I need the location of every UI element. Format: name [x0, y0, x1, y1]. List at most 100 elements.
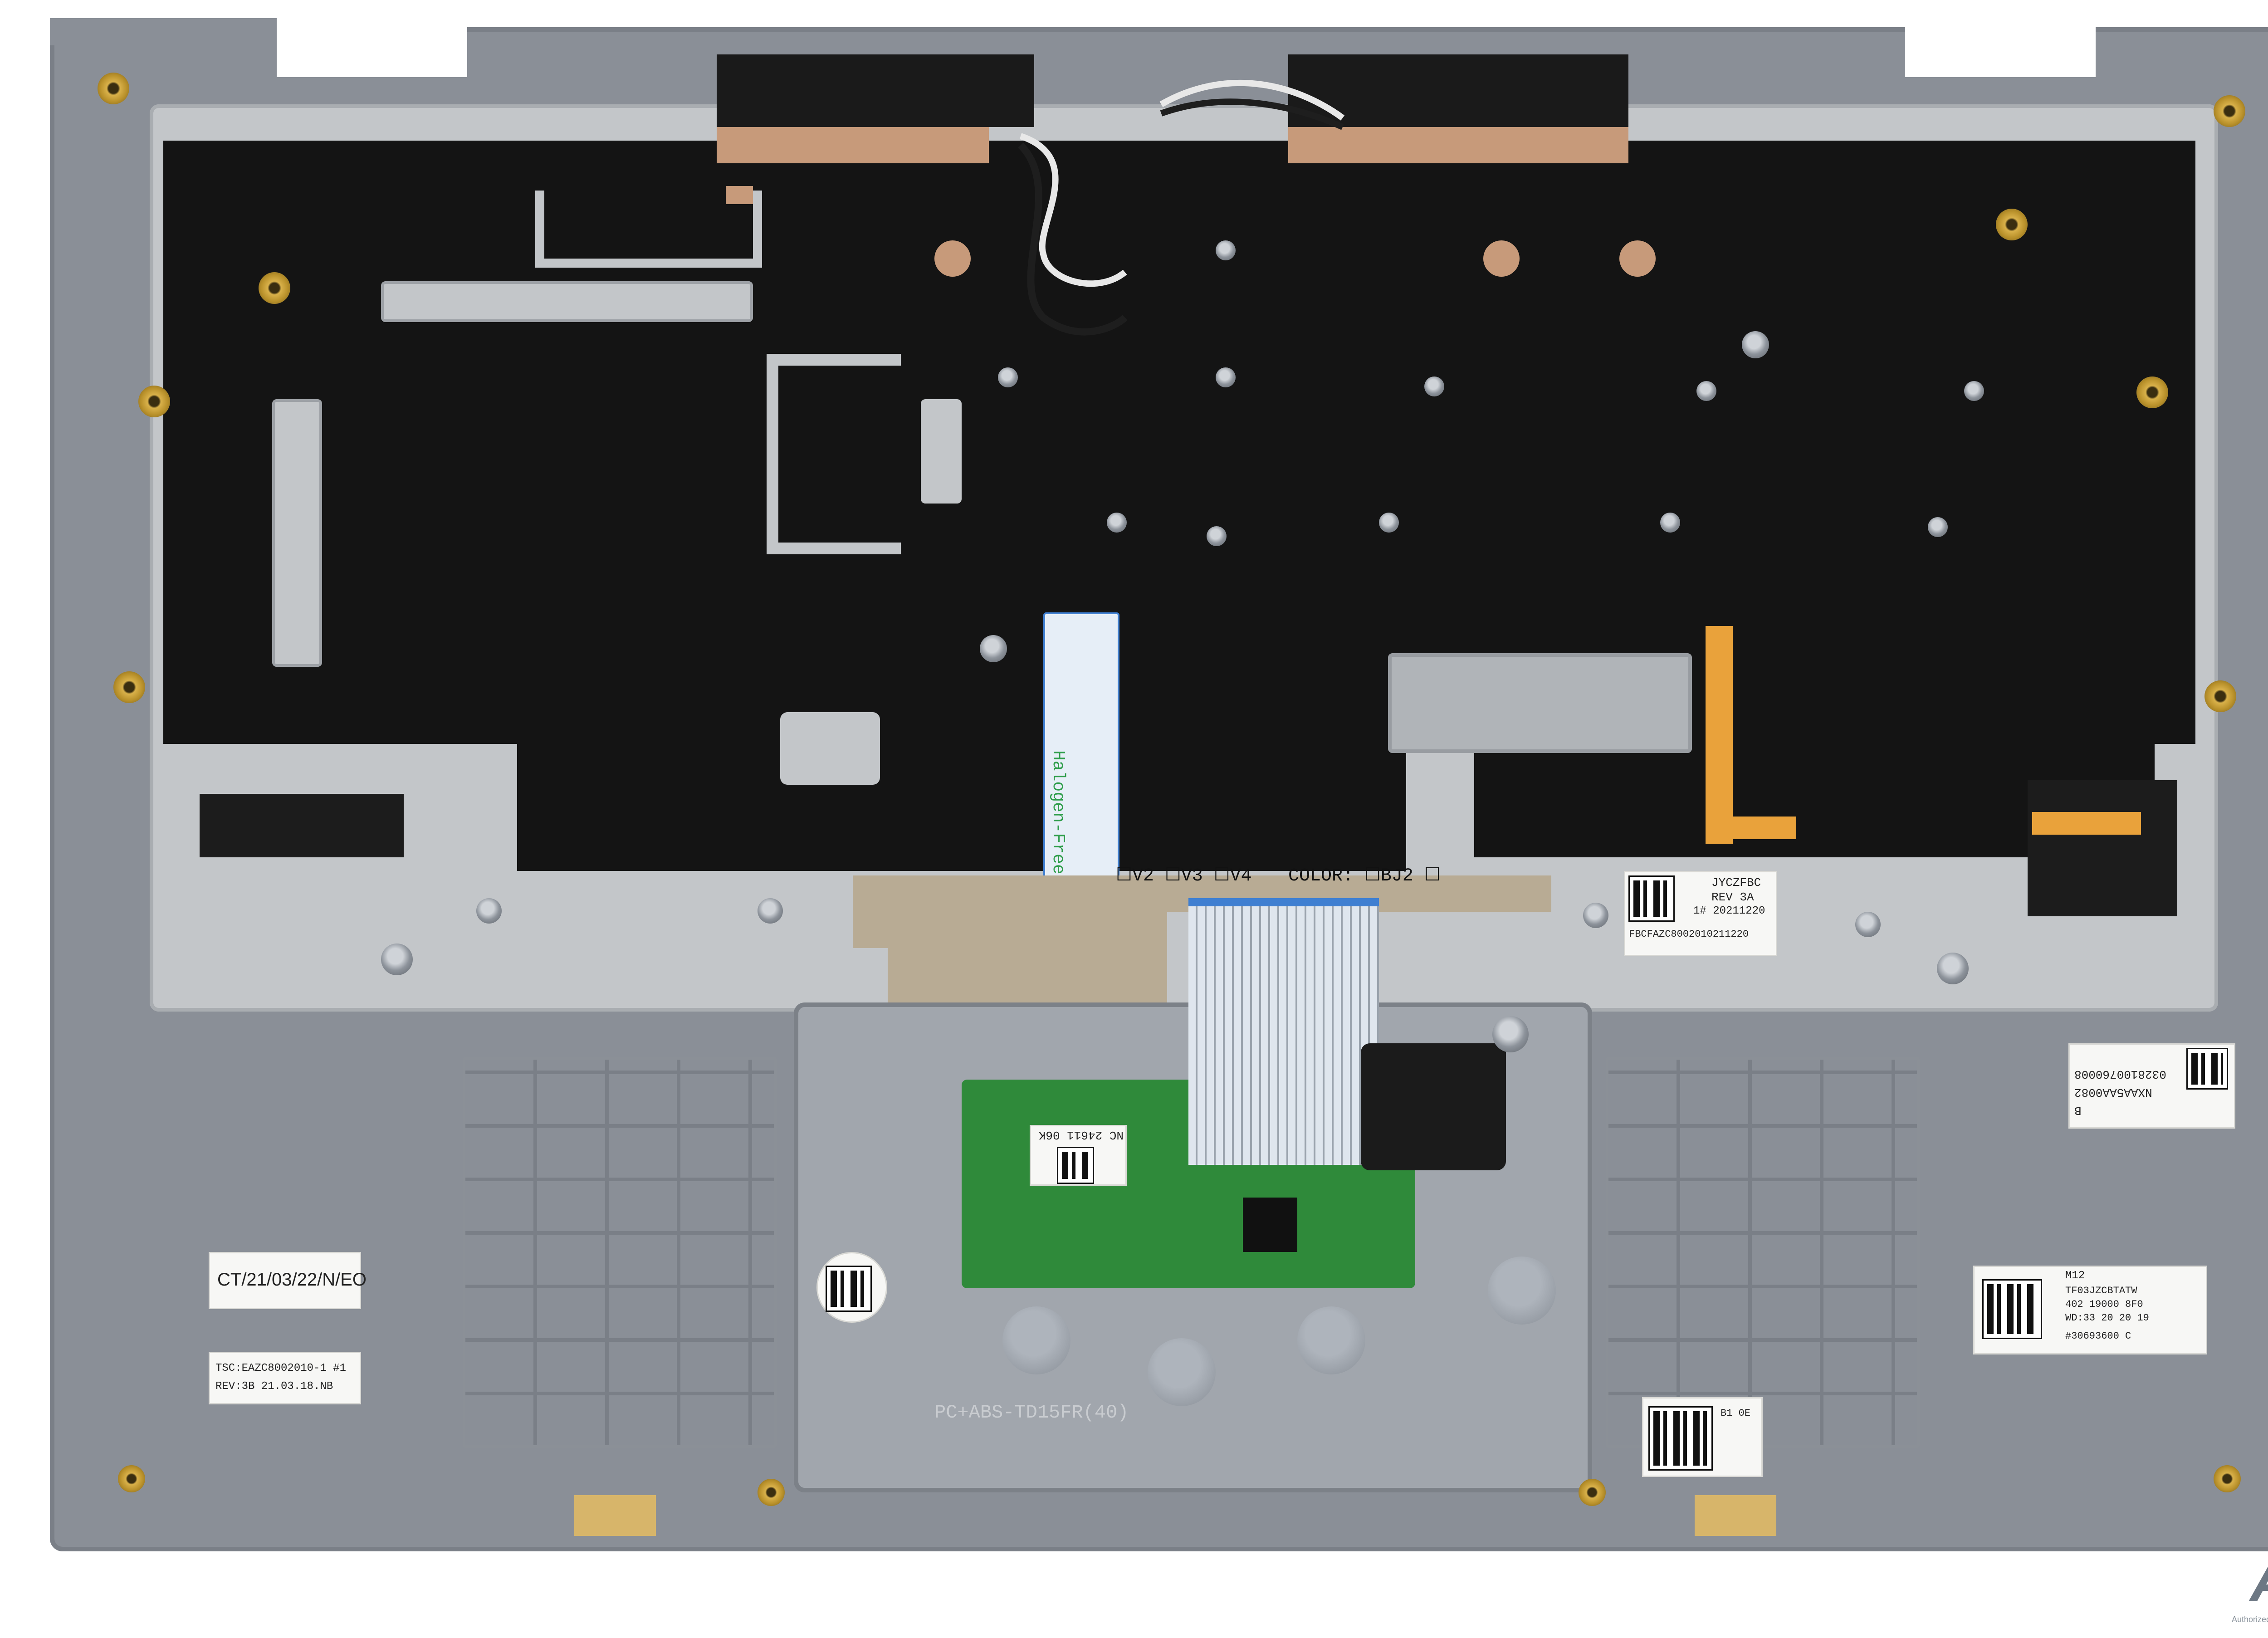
- board-label-line1: JYCZFBC: [1711, 876, 1761, 890]
- touchpad-bumper-2: [1148, 1338, 1216, 1406]
- bottom-small-label: B1 0E: [1642, 1397, 1763, 1477]
- plastic-mold-text: PC+ABS-TD15FR(40): [934, 1402, 1129, 1423]
- screw-11: [1928, 517, 1948, 537]
- brass-standoff-12: [2214, 1465, 2241, 1492]
- touchpad-connector-dark: [1361, 1043, 1506, 1170]
- part-label-line1: NXAA5AA0082: [2074, 1085, 2152, 1099]
- screw-18: [381, 944, 413, 975]
- keyboard-membrane-lower: [517, 735, 1406, 871]
- screw-13: [980, 635, 1007, 662]
- date-code-text: CT/21/03/22/N/EO: [217, 1270, 367, 1290]
- touchpad-controller-chip: [1243, 1198, 1297, 1252]
- screw-20: [1492, 1016, 1529, 1052]
- membrane-pad-left: [200, 794, 404, 857]
- board-label-line4: FBCFAZC8002010211220: [1629, 929, 1749, 940]
- m12-line3: 402 19000 8F0: [2065, 1299, 2143, 1310]
- agi-logo-subtext: Authorized Parts Distributor: [2232, 1615, 2268, 1624]
- copper-dot-1: [934, 240, 971, 277]
- bottom-small-label-text: B1 0E: [1721, 1408, 1751, 1419]
- brass-standoff-11: [1579, 1479, 1606, 1506]
- date-code-label: CT/21/03/22/N/EO: [209, 1252, 367, 1309]
- touchpad-bumper-4: [1488, 1257, 1556, 1325]
- bottom-small-qr: [1648, 1406, 1713, 1471]
- screw-15: [758, 898, 783, 924]
- brass-standoff-2: [259, 272, 290, 304]
- copper-dot-3: [1619, 240, 1656, 277]
- membrane-pad-right: [2028, 780, 2177, 916]
- bracket-battery-stop: [780, 712, 880, 785]
- brass-standoff-5: [2214, 95, 2245, 127]
- chassis-notch-right-gap: [1905, 27, 2096, 77]
- tsc-label-line2: REV:3B 21.03.18.NB: [215, 1380, 333, 1393]
- m12-line5: #30693600 C: [2065, 1330, 2131, 1342]
- screw-17: [1855, 912, 1881, 937]
- agi-logo-text: AGI: [2250, 1547, 2268, 1615]
- part-number-qr: [2186, 1048, 2228, 1090]
- touchpad-bumper-3: [1297, 1306, 1365, 1374]
- touchpad-label: NC 24611 06K: [1030, 1125, 1127, 1186]
- bracket-c-shape: [767, 354, 901, 554]
- brass-standoff-8: [2204, 680, 2236, 712]
- pcb-side-label: [816, 1252, 887, 1323]
- screw-14: [476, 898, 502, 924]
- m12-qr: [1982, 1279, 2042, 1339]
- chassis-notch-top-gap: [277, 27, 467, 77]
- copper-dot-4: [726, 186, 753, 204]
- agi-watermark: AGI Authorized Parts Distributor: [2232, 1542, 2268, 1633]
- touchpad-ribbon-cable: [1188, 898, 1379, 1165]
- orange-flex-cable-right: [1706, 626, 1733, 844]
- screw-5: [1424, 376, 1444, 396]
- antenna-module-right: [1288, 54, 1628, 127]
- antenna-module-left: [717, 54, 1034, 127]
- brass-standoff-3: [138, 386, 170, 417]
- screw-12: [1207, 526, 1227, 546]
- palmrest-ribs-left: [463, 1057, 777, 1448]
- screw-19: [1937, 953, 1969, 984]
- screw-2: [1742, 331, 1769, 358]
- touchpad-qr: [1057, 1147, 1094, 1184]
- screw-8: [1107, 513, 1127, 533]
- copper-tape-right: [1288, 122, 1628, 163]
- m12-label: M12 TF03JZCBTATW 402 19000 8F0 WD:33 20 …: [1973, 1266, 2207, 1354]
- tsc-label: TSC:EAZC8002010-1 #1 REV:3B 21.03.18.NB: [209, 1352, 361, 1404]
- board-revision-label: JYCZFBC REV 3A 1# 20211220 FBCFAZC800201…: [1624, 871, 1777, 956]
- screw-1: [1216, 240, 1236, 260]
- screw-3: [998, 367, 1018, 387]
- screw-9: [1379, 513, 1399, 533]
- copper-dot-2: [1483, 240, 1520, 277]
- tsc-label-line1: TSC:EAZC8002010-1 #1: [215, 1362, 347, 1374]
- part-label-line2: 0328100760008: [2074, 1067, 2166, 1081]
- pcb-side-qr: [826, 1266, 872, 1312]
- screw-6: [1696, 381, 1716, 401]
- bracket-right-rail: [1388, 653, 1692, 753]
- keyboard-color-field: COLOR: ☐BJ2 ☐: [1288, 866, 1441, 886]
- bracket-top-left: [535, 191, 762, 268]
- screw-7: [1964, 381, 1984, 401]
- hinge-bottom-left: [572, 1492, 659, 1539]
- hinge-bottom-right: [1692, 1492, 1779, 1539]
- brass-standoff-9: [118, 1465, 145, 1492]
- orange-flex-cable-tail: [1706, 817, 1796, 839]
- touchpad-bumper-1: [1002, 1306, 1070, 1374]
- board-revision-qr: [1628, 875, 1675, 922]
- m12-line4: WD:33 20 20 19: [2065, 1312, 2149, 1324]
- screw-16: [1583, 903, 1608, 928]
- bracket-long-bar: [381, 281, 753, 322]
- brass-standoff-6: [1996, 209, 2028, 240]
- m12-line1: M12: [2065, 1270, 2085, 1282]
- bracket-vertical-left: [272, 399, 322, 667]
- keyboard-revision-checkboxes: ☐V2 ☐V3 ☐V4: [1116, 866, 1252, 886]
- screw-10: [1660, 513, 1680, 533]
- brass-standoff-1: [98, 73, 129, 104]
- board-label-line2: REV 3A: [1711, 890, 1754, 904]
- orange-flex-cable-fpr: [2032, 812, 2141, 835]
- brass-standoff-7: [2136, 376, 2168, 408]
- chassis-notch-left: [50, 18, 277, 45]
- m12-line2: TF03JZCBTATW: [2065, 1285, 2137, 1296]
- palmrest-ribs-right: [1606, 1057, 1920, 1448]
- brass-standoff-4: [113, 671, 145, 703]
- keyboard-membrane: [163, 141, 2195, 744]
- copper-tape-left: [717, 122, 989, 163]
- touchpad-label-text: NC 24611 06K: [1038, 1128, 1124, 1142]
